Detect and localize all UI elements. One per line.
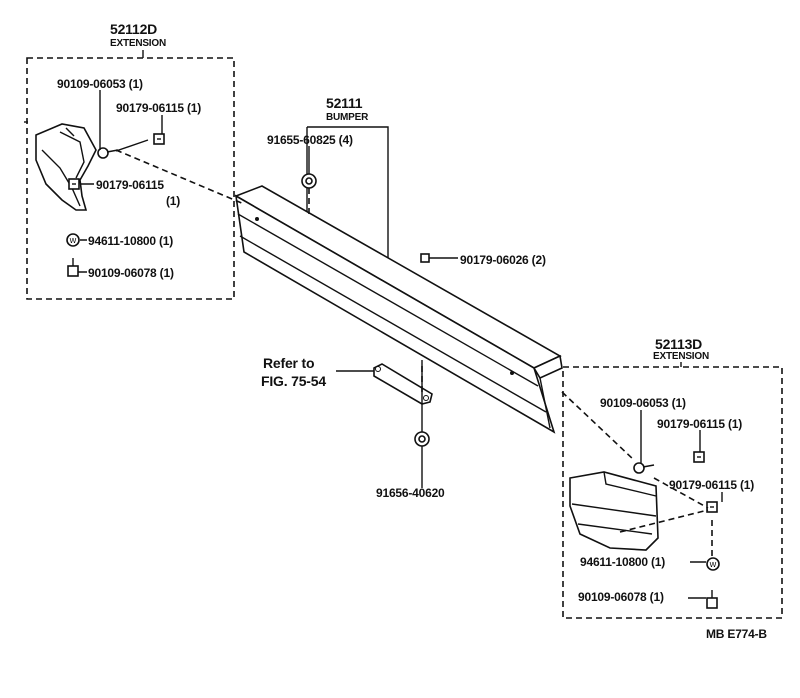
bumper-name: BUMPER <box>326 112 369 123</box>
b-nut-icon <box>420 253 430 263</box>
callout-r-nut: 90179-06115 (1) <box>657 417 743 431</box>
b-clip-icon <box>301 173 317 189</box>
r-bolt-icon <box>633 462 655 474</box>
svg-text:W: W <box>70 237 77 245</box>
callout-l-nut: 90179-06115 (1) <box>116 101 202 115</box>
bumper-bracket <box>306 126 389 264</box>
b-clip2-icon <box>414 431 430 447</box>
l-bolt-icon <box>97 147 119 159</box>
leader-lines <box>78 90 723 599</box>
left-extension-part <box>35 123 97 211</box>
bracket-stay <box>373 363 433 405</box>
r-washer-icon: W <box>706 557 720 571</box>
r-nut-icon <box>693 451 705 463</box>
r-nut2-icon <box>706 501 718 513</box>
callout-r-bolt2: 90109-06078 (1) <box>578 590 664 604</box>
l-bolt2-icon <box>67 258 79 277</box>
reference-line2: FIG. 75-54 <box>261 373 326 389</box>
reference-line1: Refer to <box>263 355 315 371</box>
l-nut2-icon <box>68 178 80 190</box>
callout-l-washer: 94611-10800 (1) <box>88 234 174 248</box>
left-extension-name: EXTENSION <box>110 38 166 49</box>
right-extension-name: EXTENSION <box>653 351 709 362</box>
callout-r-washer: 94611-10800 (1) <box>580 555 666 569</box>
left-extension-group-box <box>26 57 235 300</box>
right-extension-number: 52113D <box>655 336 703 352</box>
callout-r-bolt: 90109-06053 (1) <box>600 396 686 410</box>
callout-l-nut2-qty: (1) <box>166 194 181 208</box>
r-bolt2-icon <box>706 590 718 609</box>
bumper-bar <box>234 185 563 434</box>
right-extension-part <box>569 471 659 551</box>
callout-b-clip: 91655-60825 (4) <box>267 133 353 147</box>
l-washer-icon: W <box>66 233 80 247</box>
right-extension-group-box <box>562 366 783 619</box>
left-extension-number: 52112D <box>110 21 158 37</box>
callout-l-bolt2: 90109-06078 (1) <box>88 266 174 280</box>
callout-b-nut: 90179-06026 (2) <box>460 253 546 267</box>
footer-code: MB E774-B <box>706 627 767 641</box>
callout-r-nut2: 90179-06115 (1) <box>669 478 755 492</box>
callout-l-bolt: 90109-06053 (1) <box>57 77 143 91</box>
callout-b-clip2: 91656-40620 <box>376 486 445 500</box>
callout-l-nut2: 90179-06115 <box>96 178 164 192</box>
svg-text:W: W <box>710 561 717 569</box>
l-nut-icon <box>153 133 165 145</box>
bumper-number: 52111 <box>326 95 363 111</box>
dashed-leaders <box>115 149 713 560</box>
